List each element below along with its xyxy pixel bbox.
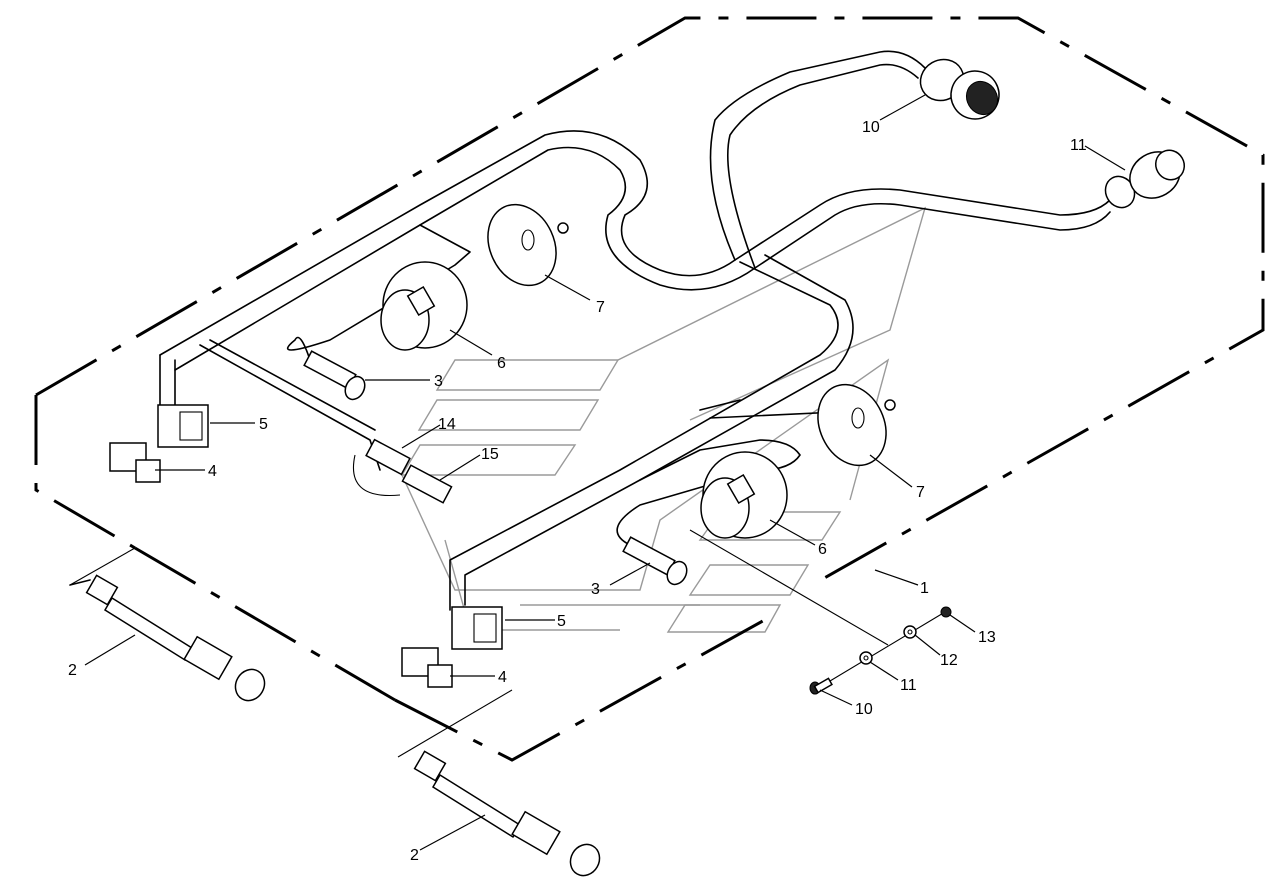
callout-4: 4 xyxy=(208,463,217,480)
callout-labels: 10 11 7 6 3 5 4 14 15 7 6 1 3 5 4 2 2 10… xyxy=(68,119,1087,864)
callout-10: 10 xyxy=(855,701,873,718)
callout-2-lower: 2 xyxy=(410,847,419,864)
callout-14: 14 xyxy=(438,416,456,433)
callout-7-lower: 7 xyxy=(916,484,925,501)
assembly-boundary xyxy=(34,16,1265,762)
socket-cover-top xyxy=(487,203,569,287)
callout-7: 7 xyxy=(596,299,605,316)
trailer-socket-bottom xyxy=(700,451,788,539)
callout-13: 13 xyxy=(978,629,996,646)
bullet-connector-top xyxy=(303,350,366,401)
callout-6-lower: 6 xyxy=(818,541,827,558)
plug-connector-bottom xyxy=(401,647,453,688)
callout-1: 1 xyxy=(920,580,929,597)
callout-5-lower: 5 xyxy=(557,613,566,630)
callout-8: 10 xyxy=(862,119,880,136)
wiring-harness xyxy=(159,50,1111,611)
sensor-cable-right xyxy=(397,689,601,877)
callout-11: 11 xyxy=(900,677,917,694)
sensor-cable-left xyxy=(69,547,266,702)
round-multipin-connector xyxy=(919,58,1000,120)
socket-housing-top xyxy=(157,404,209,448)
callout-4-lower: 4 xyxy=(498,669,507,686)
three-pin-connector xyxy=(365,438,411,476)
socket-cover-bottom xyxy=(817,383,896,467)
callout-3-lower: 3 xyxy=(591,581,600,598)
round-plug xyxy=(1104,149,1186,209)
callout-9: 11 xyxy=(1070,137,1087,154)
callout-6: 6 xyxy=(497,355,506,372)
trailer-socket-top xyxy=(380,261,468,351)
socket-housing-bottom xyxy=(451,606,503,650)
plug-connector-top xyxy=(109,442,161,483)
callout-12: 12 xyxy=(940,652,958,669)
bullet-connector-bottom xyxy=(622,536,688,586)
callout-3: 3 xyxy=(434,373,443,390)
three-pin-plug xyxy=(353,454,453,504)
callout-15: 15 xyxy=(481,446,499,463)
fastener-stack xyxy=(689,529,952,695)
leader-lines xyxy=(84,94,1126,851)
callout-5: 5 xyxy=(259,416,268,433)
callout-2: 2 xyxy=(68,662,77,679)
